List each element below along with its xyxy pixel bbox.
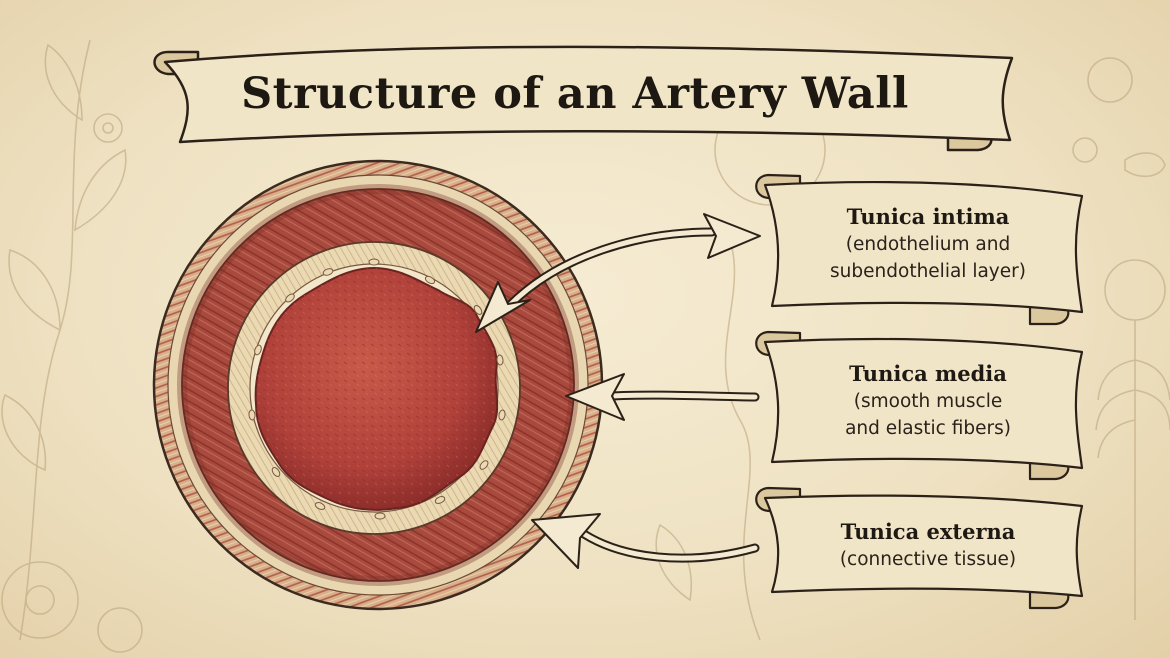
cell-sketch: [1, 561, 79, 639]
arrowhead: [475, 281, 531, 333]
lumen-texture: [255, 268, 498, 510]
arrow-intima: [475, 213, 761, 333]
label-tunica-intima: Tunica intima (endothelium and subendoth…: [778, 203, 1078, 285]
leaf-sketch: [1, 393, 47, 472]
artery-cross-section: [152, 159, 604, 611]
leaf-sketch: [655, 523, 692, 602]
leaf-sketch: [8, 248, 61, 332]
diagram-title: Structure of an Artery Wall: [241, 69, 909, 119]
label-desc-line1: (smooth muscle: [853, 391, 1003, 412]
bacteria-sketch: [1124, 152, 1166, 178]
arrowhead: [565, 373, 625, 421]
label-banner-media: [755, 330, 1084, 481]
title-banner-body: [163, 45, 1014, 144]
label-banner-externa: [755, 486, 1084, 610]
title-banner: [153, 45, 1014, 152]
label-name: Tunica intima: [846, 204, 1010, 229]
label-banner-intima: [755, 173, 1084, 326]
arrow-media: [565, 373, 760, 421]
virus-sketch: [1072, 137, 1098, 163]
cell-sketch: [97, 607, 143, 653]
tunica-media-shade: [177, 184, 579, 586]
label-name: Tunica media: [849, 361, 1007, 386]
label-tunica-externa: Tunica externa (connective tissue): [778, 518, 1078, 573]
label-desc-line2: and elastic fibers): [845, 418, 1011, 439]
arrow-externa: [531, 513, 760, 569]
cell-sketch: [25, 585, 55, 615]
flower-sketch: [93, 113, 123, 143]
label-tunica-media: Tunica media (smooth muscle and elastic …: [778, 360, 1078, 442]
arrowhead: [531, 513, 601, 569]
label-desc-line1: (connective tissue): [839, 549, 1017, 570]
arrowhead: [703, 213, 761, 259]
endothelial-cells: [248, 258, 506, 520]
label-desc-line1: (endothelium and: [845, 234, 1011, 255]
flower-sketch: [102, 122, 114, 134]
leaf-sketch: [44, 43, 83, 122]
leaf-sketch: [74, 148, 127, 232]
label-name: Tunica externa: [840, 519, 1016, 544]
ribs-sketch: [1095, 359, 1170, 459]
label-desc-line2: subendothelial layer): [830, 261, 1026, 282]
virus-sketch: [1087, 57, 1133, 103]
